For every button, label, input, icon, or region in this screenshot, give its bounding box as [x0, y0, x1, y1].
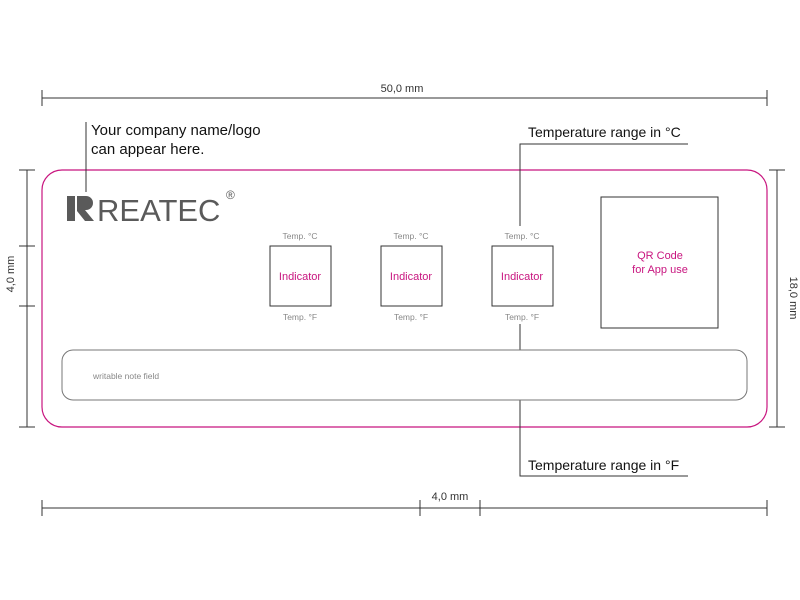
dimension-height — [769, 169, 785, 428]
dimension-width-label: 50,0 mm — [381, 83, 424, 95]
note-field-box[interactable] — [61, 349, 748, 401]
logo-callout-line2: can appear here. — [91, 141, 204, 158]
qr-code-box — [600, 196, 719, 329]
qr-code-line1: QR Code — [637, 250, 683, 262]
dimension-bottom — [41, 500, 768, 516]
dimension-bottom-label: 4,0 mm — [432, 491, 469, 503]
dimension-left — [19, 169, 35, 428]
logo-registered-mark: ® — [226, 188, 235, 202]
indicator-temp-f: Temp. °F — [505, 312, 539, 322]
indicator-temp-f: Temp. °F — [394, 312, 428, 322]
logo-callout-line1: Your company name/logo — [91, 122, 261, 139]
reatec-r-icon — [67, 196, 94, 221]
indicator-1: Temp. °C Indicator Temp. °F — [269, 231, 332, 322]
indicator-temp-c: Temp. °C — [393, 231, 428, 241]
note-field[interactable]: writable note field — [61, 349, 748, 401]
note-field-placeholder: writable note field — [92, 371, 159, 381]
dimension-width — [41, 90, 768, 106]
reatec-logo: REATEC ® — [67, 188, 235, 228]
dimension-height-label: 18,0 mm — [787, 277, 799, 320]
dimension-left-label: 4,0 mm — [5, 256, 17, 293]
indicator-box — [380, 245, 443, 307]
indicator-temp-c: Temp. °C — [282, 231, 317, 241]
indicator-label: Indicator — [279, 271, 322, 283]
temp-f-callout-label: Temperature range in °F — [528, 457, 679, 473]
indicator-box — [269, 245, 332, 307]
label-outline — [41, 169, 768, 428]
indicator-temp-c: Temp. °C — [504, 231, 539, 241]
qr-code-area: QR Code for App use — [600, 196, 719, 329]
indicator-label: Indicator — [501, 271, 544, 283]
indicator-2: Temp. °C Indicator Temp. °F — [380, 231, 443, 322]
qr-code-line2: for App use — [632, 264, 688, 276]
indicator-temp-f: Temp. °F — [283, 312, 317, 322]
indicator-box — [491, 245, 554, 307]
indicator-label: Indicator — [390, 271, 433, 283]
indicator-3: Temp. °C Indicator Temp. °F — [491, 231, 554, 322]
temp-c-callout-line — [519, 143, 688, 226]
logo-text: REATEC — [97, 193, 220, 228]
temp-c-callout-label: Temperature range in °C — [528, 124, 681, 140]
